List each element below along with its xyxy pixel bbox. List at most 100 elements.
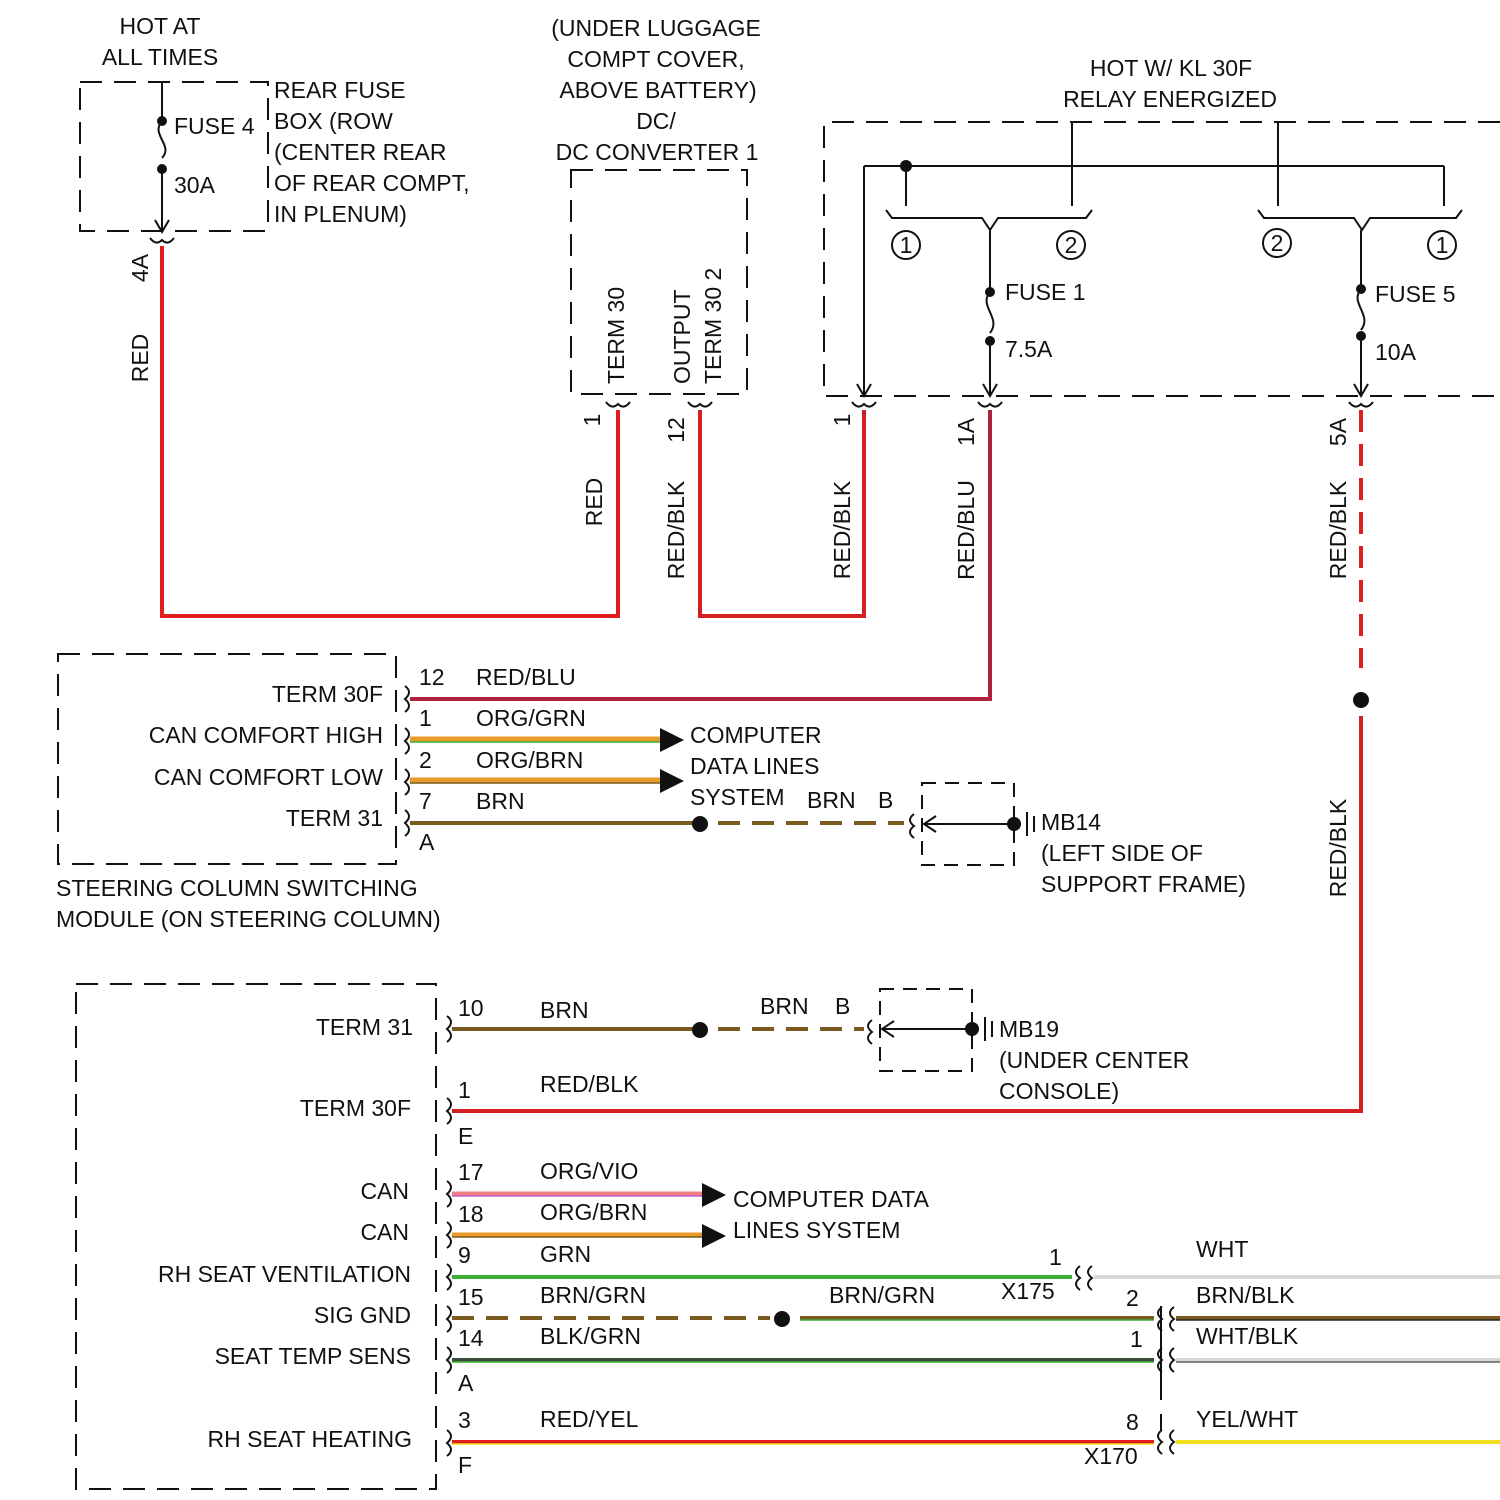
seat-color-brngrn: BRN/GRN: [540, 1282, 646, 1308]
wire-redblk-seat-term30f: [452, 716, 1361, 1111]
seat-pin-10: 10: [458, 995, 484, 1021]
hot-at-all-times-line1: HOT AT: [120, 13, 201, 39]
fuse1-bracket: [886, 210, 1092, 230]
kl30f-line2: RELAY ENERGIZED: [1063, 86, 1277, 112]
seat-color-grn: GRN: [540, 1241, 591, 1267]
seat-term31: TERM 31: [316, 1014, 413, 1040]
mb14-b-label: B: [878, 787, 893, 813]
x170-pin8-right: [1170, 1430, 1174, 1454]
x175-label: X175: [1001, 1278, 1055, 1304]
wire-redblk-label-fuse5: RED/BLK: [1325, 480, 1351, 579]
seat-pin-1: 1: [458, 1077, 471, 1103]
steering-pin-1: 1: [419, 705, 432, 731]
rear-fuse-box: HOT AT ALL TIMES FUSE 4 30A REAR FUSE BO…: [80, 13, 470, 382]
x170-pin-8: 8: [1126, 1409, 1139, 1435]
can-high-arrow: [660, 728, 684, 752]
option-2-a: 2: [1065, 232, 1078, 258]
mb14-ground-point: [1007, 817, 1021, 831]
fuse1-rating: 7.5A: [1005, 336, 1053, 362]
seat-color-orgvio: ORG/VIO: [540, 1158, 638, 1184]
mb14-label: MB14: [1041, 809, 1101, 835]
fuse5-label: FUSE 5: [1375, 281, 1456, 307]
seat-temp-sens: SEAT TEMP SENS: [215, 1343, 411, 1369]
wire-red-label-dcdc: RED: [581, 478, 607, 527]
x170-pin2-right: [1170, 1307, 1174, 1331]
steering-connector-a: A: [419, 829, 435, 855]
wire-redblk-label-kl: RED/BLK: [829, 480, 855, 579]
steering-caption-line2: MODULE (ON STEERING COLUMN): [56, 906, 441, 932]
kl-pin-1a: 1A: [953, 417, 979, 446]
fuse4-rating: 30A: [174, 172, 216, 198]
seat-can2: CAN: [360, 1219, 409, 1245]
fuse5-bracket: [1258, 210, 1462, 230]
seat-connector-f: F: [458, 1452, 472, 1478]
mb14-location-line1: (LEFT SIDE OF: [1041, 840, 1203, 866]
seat-ventilation: RH SEAT VENTILATION: [158, 1261, 411, 1287]
right-color-whtblk: WHT/BLK: [1196, 1323, 1299, 1349]
splice-fuse5: [1353, 692, 1369, 708]
dcdc-term30: TERM 30: [603, 287, 629, 384]
x175-connector-left: [1076, 1266, 1080, 1290]
connector-kl-1: [852, 402, 876, 407]
steering-color-redblu: RED/BLU: [476, 664, 576, 690]
seat-pin-bracket: [447, 1222, 451, 1248]
bus-splice: [900, 160, 912, 172]
splice-sig-gnd: [774, 1311, 790, 1327]
steering-term31: TERM 31: [286, 805, 383, 831]
connector-kl-1a: [978, 402, 1002, 407]
rear-fuse-box-line4: OF REAR COMPT,: [274, 170, 470, 196]
sig-gnd-brngrn-label: BRN/GRN: [829, 1282, 935, 1308]
mb14-location-line2: SUPPORT FRAME): [1041, 871, 1246, 897]
seat-pin-14: 14: [458, 1325, 484, 1351]
steering-cdl-line2: DATA LINES: [690, 753, 820, 779]
rear-fuse-box-line3: (CENTER REAR: [274, 139, 447, 165]
seat-color-orgbrn: ORG/BRN: [540, 1199, 647, 1225]
wire-redblu-label-kl: RED/BLU: [953, 480, 979, 580]
seat-pin-3: 3: [458, 1407, 471, 1433]
mb14-connector: [910, 814, 914, 838]
steering-color-orgbrn: ORG/BRN: [476, 747, 583, 773]
steering-column-module: TERM 30F CAN COMFORT HIGH CAN COMFORT LO…: [56, 654, 586, 932]
connector-dcdc-1: [606, 402, 630, 407]
wire-red-fuse4: [162, 246, 618, 616]
connector-kl-5a: [1349, 402, 1373, 407]
rear-fuse-box-outline: [80, 82, 268, 231]
steering-pin-bracket: [405, 810, 409, 836]
kl-pin-5a: 5A: [1325, 417, 1351, 446]
seat-pin-bracket: [447, 1264, 451, 1290]
kl30f-fuse-box: HOT W/ KL 30F RELAY ENERGIZED 1 2 2 1 FU…: [824, 55, 1500, 580]
rear-fuse-box-line5: IN PLENUM): [274, 201, 407, 227]
hot-at-all-times-line2: ALL TIMES: [102, 44, 218, 70]
steering-pin-bracket: [405, 769, 409, 795]
connector-4a: [150, 238, 174, 243]
seat-color-redyel: RED/YEL: [540, 1406, 639, 1432]
seat-pin-9: 9: [458, 1242, 471, 1268]
x170-label: X170: [1084, 1443, 1138, 1469]
steering-cdl-line1: COMPUTER: [690, 722, 822, 748]
fuse4-symbol: [159, 121, 166, 158]
mb19-location-line1: (UNDER CENTER: [999, 1047, 1189, 1073]
fuse5-rating: 10A: [1375, 339, 1417, 365]
steering-can-low: CAN COMFORT LOW: [154, 764, 383, 790]
fuse4-label: FUSE 4: [174, 113, 255, 139]
seat-cdl-line1: COMPUTER DATA: [733, 1186, 930, 1212]
steering-pin-7: 7: [419, 788, 432, 814]
seat-connector-a: A: [458, 1370, 474, 1396]
steering-term30f: TERM 30F: [272, 681, 383, 707]
kl30f-line1: HOT W/ KL 30F: [1090, 55, 1252, 81]
seat-pin-bracket: [447, 1347, 451, 1373]
can-low-arrow: [660, 769, 684, 793]
steering-pin-12: 12: [419, 664, 445, 690]
option-2-b: 2: [1271, 230, 1284, 256]
seat-pin-15: 15: [458, 1284, 484, 1310]
dcdc-line1: (UNDER LUGGAGE: [551, 15, 761, 41]
seat-pin-bracket: [447, 1181, 451, 1207]
right-color-wht: WHT: [1196, 1236, 1248, 1262]
steering-pin-2: 2: [419, 747, 432, 773]
x175-pin-1: 1: [1049, 1244, 1062, 1270]
seat-color-redblk: RED/BLK: [540, 1071, 639, 1097]
mb19-b-label: B: [835, 993, 850, 1019]
fuse1-label: FUSE 1: [1005, 279, 1086, 305]
splice-mb19: [692, 1022, 708, 1038]
